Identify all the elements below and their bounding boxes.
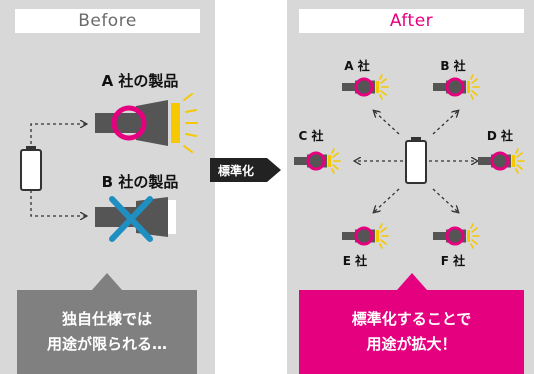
arrow-icon xyxy=(432,111,458,135)
company-e-label: E 社 xyxy=(343,253,367,268)
before-header: Before xyxy=(15,9,200,33)
flashlight-icon xyxy=(431,222,481,250)
standardization-arrow: 標準化 xyxy=(210,158,281,182)
after-header: After xyxy=(299,9,524,33)
connector-to-b xyxy=(30,190,86,216)
flashlight-icon xyxy=(95,93,198,153)
flashlight-icon xyxy=(476,147,526,175)
company-f-label: F 社 xyxy=(441,253,465,268)
before-message-line1: 独自仕様では xyxy=(61,310,152,328)
battery-icon xyxy=(405,137,427,184)
flashlight-icon xyxy=(340,73,390,101)
before-message: 独自仕様では 用途が限られる… xyxy=(17,290,197,374)
after-message: 標準化することで 用途が拡大！ xyxy=(299,290,524,374)
arrow-icon xyxy=(374,111,400,135)
callout-pointer-before xyxy=(92,273,122,290)
before-message-line2: 用途が限られる… xyxy=(46,335,167,353)
after-message-line1: 標準化することで xyxy=(351,310,472,328)
arrow-icon xyxy=(432,188,458,212)
flashlight-icon xyxy=(431,73,481,101)
product-a-label: A 社の製品 xyxy=(102,72,179,90)
flashlight-icon xyxy=(340,222,390,250)
standardization-label: 標準化 xyxy=(218,163,254,178)
after-message-line2: 用途が拡大！ xyxy=(366,335,457,353)
company-b-label: B 社 xyxy=(440,58,465,73)
connector-to-a xyxy=(30,124,86,150)
callout-pointer-after xyxy=(397,273,427,290)
arrow-icon xyxy=(374,188,400,212)
company-a-label: A 社 xyxy=(344,58,369,73)
company-d-label: D 社 xyxy=(487,128,513,143)
company-c-label: C 社 xyxy=(299,128,324,143)
product-b-label: B 社の製品 xyxy=(102,173,179,191)
cross-icon xyxy=(109,196,153,242)
battery-icon xyxy=(20,146,42,191)
flashlight-icon xyxy=(292,147,342,175)
